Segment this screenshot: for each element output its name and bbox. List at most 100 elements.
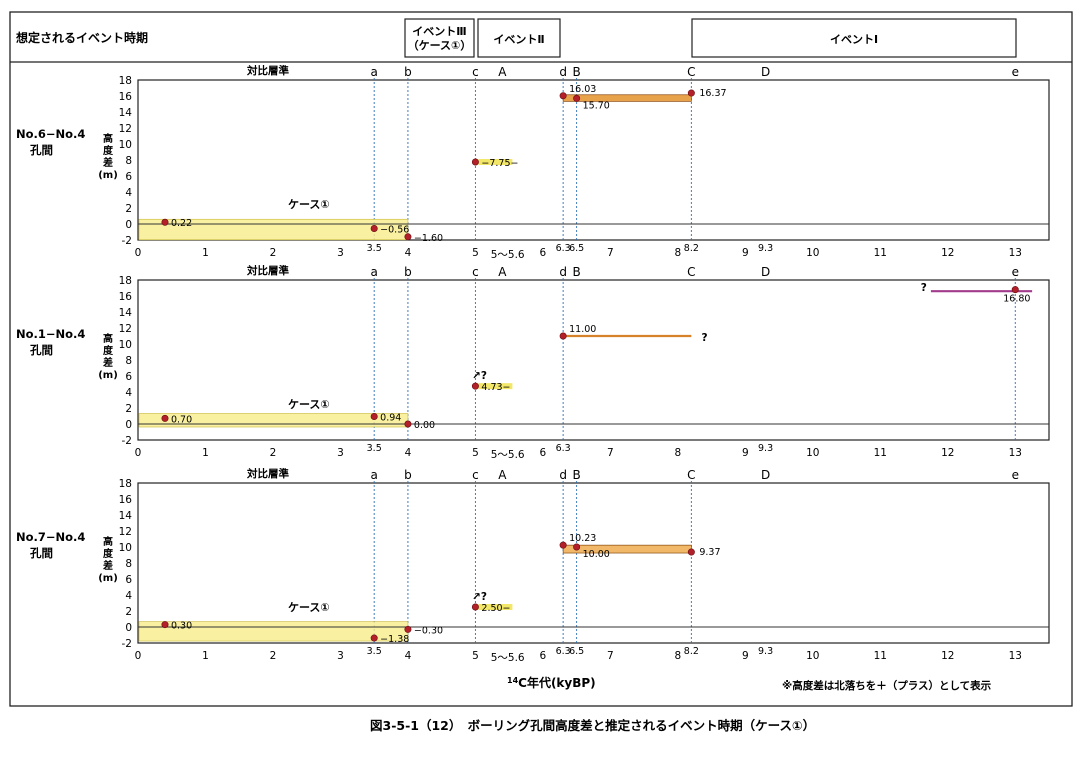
question-mark: ?	[921, 282, 927, 294]
x-tick-label: 5	[472, 247, 479, 259]
layer-label-a: a	[371, 265, 378, 279]
x-tick-label: 9	[742, 650, 749, 662]
y-tick-label: 12	[119, 123, 132, 135]
question-mark: ↗?	[472, 591, 487, 603]
y-tick-label: 16	[119, 91, 133, 103]
x-tick-label: 11	[874, 247, 887, 259]
case-label: ケース①	[288, 398, 330, 411]
x-tick-label: 7	[607, 447, 614, 459]
point-label: 4.73−	[481, 382, 510, 393]
y-tick-label: 14	[119, 510, 133, 522]
data-point	[687, 89, 695, 97]
layer-label-b: b	[404, 265, 412, 279]
layers-label: 対比層準	[246, 64, 289, 77]
point-label: 16.37	[699, 88, 726, 99]
x-tick-label: 13	[1009, 447, 1022, 459]
x-tick-label: 2	[270, 650, 277, 662]
y-axis-label: 度	[103, 547, 114, 560]
layer-label-e: e	[1012, 265, 1019, 279]
x-axis-label-sup: 14	[507, 676, 519, 685]
data-point	[471, 603, 479, 611]
question-mark: ?	[701, 332, 707, 344]
x-tick-label: 4	[405, 247, 412, 259]
x-tick-label: 7	[607, 247, 614, 259]
x-tick-label: 5	[472, 650, 479, 662]
x-tick-label: 6.3	[556, 443, 571, 454]
point-label: 16.80	[1003, 294, 1030, 305]
x-tick-label: 12	[941, 447, 954, 459]
y-axis-label: (m)	[98, 170, 118, 181]
data-point	[404, 420, 412, 428]
x-tick-label: 0	[135, 247, 142, 259]
x-axis-label-rest: C年代(kyBP)	[518, 675, 596, 690]
layer-label-D: D	[761, 65, 770, 79]
x-tick-label: 8.2	[684, 646, 699, 657]
point-label: 10.00	[583, 549, 610, 560]
x-tick-label: 3.5	[367, 646, 382, 657]
panel-label: No.7−No.4	[16, 530, 85, 544]
event-3-label: （ケース①）	[408, 39, 472, 52]
x-tick-label: 8	[675, 247, 682, 259]
y-tick-label: 10	[119, 339, 132, 351]
data-point	[370, 412, 378, 420]
x-tick-label: 3	[337, 247, 344, 259]
layer-label-A: A	[498, 468, 507, 482]
x-tick-label: 12	[941, 650, 954, 662]
x-tick-label: 0	[135, 650, 142, 662]
x-tick-label: 4	[405, 447, 412, 459]
y-tick-label: -2	[122, 435, 132, 447]
x-axis-label: 14C年代(kyBP)	[507, 675, 596, 690]
data-point	[370, 224, 378, 232]
event-1-box	[691, 18, 1017, 58]
y-tick-label: 8	[125, 558, 132, 570]
data-point	[161, 218, 169, 226]
layer-label-D: D	[761, 468, 770, 482]
y-tick-label: 0	[125, 219, 132, 231]
x-tick-label: 8.2	[684, 243, 699, 254]
x-tick-label: 9	[742, 447, 749, 459]
x-tick-label: 10	[806, 447, 819, 459]
point-label: 0.94	[380, 412, 401, 423]
panel-label: No.6−No.4	[16, 127, 85, 141]
data-point	[370, 634, 378, 642]
point-label: 9.37	[699, 547, 720, 558]
point-label: 0.30	[171, 621, 192, 632]
plot-frame	[137, 279, 1050, 441]
x-tick-label: 13	[1009, 247, 1022, 259]
panel-label: 孔間	[30, 143, 53, 157]
data-point	[161, 414, 169, 422]
y-tick-label: 0	[125, 622, 132, 634]
x-tick-label: 9.3	[758, 443, 773, 454]
y-tick-label: 16	[119, 494, 133, 506]
y-tick-label: 10	[119, 139, 132, 151]
layer-label-e: e	[1012, 468, 1019, 482]
layer-label-B: B	[573, 265, 581, 279]
x-tick-label: 6.5	[569, 646, 584, 657]
x-tick-label: 8	[675, 650, 682, 662]
y-tick-label: 2	[125, 606, 132, 618]
x-range-label: 5〜5.6	[491, 652, 525, 664]
y-axis-label: 高	[103, 332, 113, 345]
x-tick-label: 9.3	[758, 646, 773, 657]
y-tick-label: -2	[122, 638, 132, 650]
y-axis-label: 高	[103, 535, 113, 548]
y-tick-label: 14	[119, 107, 133, 119]
y-tick-label: 4	[125, 590, 132, 602]
y-tick-label: 6	[125, 371, 132, 383]
point-label: −1.38	[380, 634, 409, 645]
x-tick-label: 7	[607, 650, 614, 662]
event-2-label: イベントⅡ	[493, 33, 544, 46]
case-label: ケース①	[288, 601, 330, 614]
point-label: −0.56	[380, 224, 409, 235]
y-tick-label: 12	[119, 526, 132, 538]
x-tick-label: 10	[806, 247, 819, 259]
point-label: −1.60	[414, 233, 443, 244]
y-tick-label: 10	[119, 542, 132, 554]
x-tick-label: 9.3	[758, 243, 773, 254]
data-point	[1011, 286, 1019, 294]
layer-label-C: C	[687, 468, 695, 482]
y-axis-label: 差	[103, 156, 113, 169]
layer-label-B: B	[573, 468, 581, 482]
